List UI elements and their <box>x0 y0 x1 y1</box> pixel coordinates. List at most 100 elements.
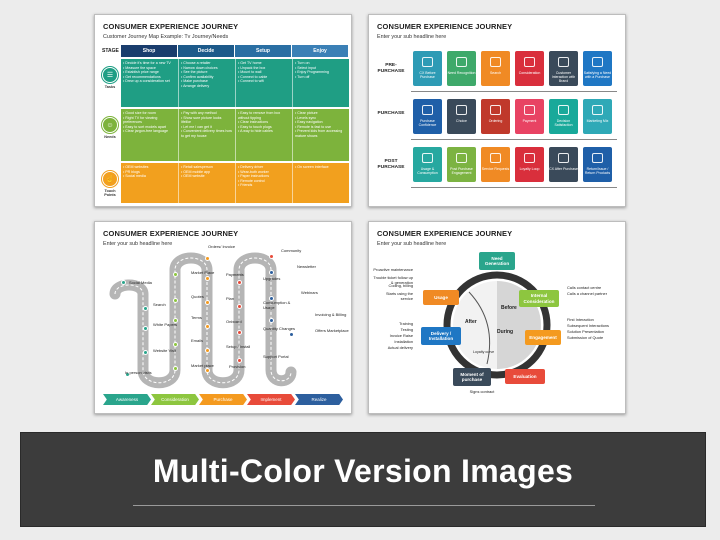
before-label: Before <box>501 305 517 311</box>
journey-marker <box>288 331 294 337</box>
cell-item: Get TV home <box>238 61 289 66</box>
tile-need-recognition[interactable]: Need Recognition <box>447 51 476 86</box>
journey-marker <box>204 367 210 373</box>
stage-evaluation[interactable]: Evaluation <box>505 369 545 384</box>
journey-cell: Clear pictureLevels syncEasy navigationR… <box>292 109 348 161</box>
cell-item: OEM mobile app <box>181 170 232 175</box>
touchpoint-label: Upgrades <box>263 276 281 281</box>
tile-marketing-mix[interactable]: Marketing Mix <box>583 99 612 134</box>
tile-label: Purchase Confidence <box>418 119 437 128</box>
cell-item: Easy to sort models apart <box>123 125 175 130</box>
cell-item: Decide it's time for a new TV <box>123 61 175 66</box>
tile-icon <box>524 105 535 115</box>
slide-winding-road[interactable]: CONSUMER EXPERIENCE JOURNEY Enter your s… <box>94 221 352 414</box>
stage-label: STAGE <box>102 48 119 54</box>
tile-consideration[interactable]: Consideration <box>515 51 544 86</box>
slide-title: CONSUMER EXPERIENCE JOURNEY <box>103 22 239 31</box>
cell-item: Clear jargon-free language <box>123 129 175 134</box>
journey-marker <box>172 365 178 371</box>
tile-decision-satisfaction[interactable]: Decision Satisfaction <box>549 99 578 134</box>
tile-cx-before-purchase[interactable]: CX Before Purchase <box>413 51 442 86</box>
slide-journey-map-tv[interactable]: CONSUMER EXPERIENCE JOURNEY Customer Jou… <box>94 14 352 207</box>
row-divider <box>411 91 617 92</box>
cell-item: Turn off <box>295 75 346 80</box>
tile-icon <box>422 153 433 163</box>
touchpoint-label: Newsletter <box>297 264 316 269</box>
journey-cell: Pay with any methodShow sure picture loo… <box>178 109 234 161</box>
journey-marker <box>236 357 242 363</box>
tile-search[interactable]: Search <box>481 51 510 86</box>
tile-loyalty-loop[interactable]: Loyalty Loop <box>515 147 544 182</box>
journey-cell: Retail salespersonOEM mobile appOEM webs… <box>178 163 234 203</box>
tile-purchase-confidence[interactable]: Purchase Confidence <box>413 99 442 134</box>
slide-journey-cycle[interactable]: CONSUMER EXPERIENCE JOURNEY Enter your s… <box>368 221 626 414</box>
after-label: After <box>465 319 477 325</box>
touchpoint-label: Quotes <box>191 294 204 299</box>
touchpoint-label: Onboard <box>226 319 242 324</box>
tile-choice[interactable]: Choice <box>447 99 476 134</box>
cell-item: A way to hide cables <box>238 129 289 134</box>
journey-cell: Turn onSelect inputEnjoy ProgrammingTurn… <box>292 59 348 107</box>
tile-label: Service Requests <box>481 167 510 171</box>
journey-marker <box>236 303 242 309</box>
stage-moment-of-purchase[interactable]: Moment of purchase <box>453 368 491 386</box>
cell-item: See the picture <box>181 70 232 75</box>
touchpoint-label: Social Media <box>129 280 152 285</box>
journey-cell: Good size for roomRight TV for viewing p… <box>121 109 177 161</box>
journey-marker <box>142 325 148 331</box>
note-text: Testing <box>400 327 413 332</box>
cell-item: Wear-both worker <box>238 170 289 175</box>
phase-implement: Implement <box>247 394 295 405</box>
cell-item: Narrow down choices <box>181 66 232 71</box>
tile-label: Satisfying a Need with a Purchase <box>583 71 612 80</box>
tile-icon <box>592 105 603 115</box>
tile-satisfying-a-need-with-a-purchase[interactable]: Satisfying a Need with a Purchase <box>583 51 612 86</box>
banner-underline <box>133 505 595 506</box>
touchpoint-label: Plan <box>226 296 235 301</box>
stage-internal-consideration[interactable]: Internal Consideration <box>519 290 559 307</box>
cell-item: Convenient delivery times how to get my … <box>181 129 232 138</box>
tile-icon <box>490 105 501 115</box>
row-divider <box>411 187 617 188</box>
touchpoint-label: Support Portal <box>263 354 289 359</box>
stage-usage[interactable]: Usage <box>423 290 459 305</box>
tile-post-purchase-engagement[interactable]: Post Purchase Engagement <box>447 147 476 182</box>
tile-cx-after-purchase[interactable]: CX After Purchase <box>549 147 578 182</box>
stage-need-generation[interactable]: Need Generation <box>479 252 515 270</box>
touch-icon: ☝ <box>102 171 118 187</box>
journey-cell: Choose a retailerNarrow down choicesSee … <box>178 59 234 107</box>
journey-marker <box>268 295 274 301</box>
slide-subtitle: Enter your sub headline here <box>377 241 447 247</box>
tile-return-issue-return-products[interactable]: Return/Issue / Return Products <box>583 147 612 182</box>
journey-marker <box>268 269 274 275</box>
tile-icon <box>456 57 467 67</box>
touchpoint-label: Provision <box>229 364 246 369</box>
stage-header-shop: Shop <box>121 45 177 57</box>
tile-usage-consumption[interactable]: Usage & Consumption <box>413 147 442 182</box>
row-label: PURCHASE <box>377 111 405 116</box>
journey-marker <box>172 317 178 323</box>
stage-engagement[interactable]: Engagement <box>525 330 561 345</box>
tile-ordering[interactable]: Ordering <box>481 99 510 134</box>
cell-item: Easy to remove from box without tipping <box>238 111 289 120</box>
row-label: POST PURCHASE <box>377 159 405 170</box>
tile-label: Payment <box>522 119 537 123</box>
tile-payment[interactable]: Payment <box>515 99 544 134</box>
cell-item: Enjoy Programming <box>295 70 346 75</box>
journey-marker <box>204 275 210 281</box>
banner: Multi-Color Version Images <box>20 432 706 527</box>
journey-marker <box>172 297 178 303</box>
touchpoint-label: Terms <box>191 315 202 320</box>
cell-item: On screen interface <box>295 165 346 170</box>
journey-marker <box>204 299 210 305</box>
tile-customer-interaction-with-brand[interactable]: Customer Interaction with Brand <box>549 51 578 86</box>
stage-delivery-installation[interactable]: Delivery / Installation <box>421 327 461 345</box>
cell-item: Connect to cable <box>238 75 289 80</box>
journey-marker <box>236 329 242 335</box>
slide-title: CONSUMER EXPERIENCE JOURNEY <box>377 229 513 238</box>
tile-service-requests[interactable]: Service Requests <box>481 147 510 182</box>
slide-purchase-phases[interactable]: CONSUMER EXPERIENCE JOURNEY Enter your s… <box>368 14 626 207</box>
cell-item: Measure the space <box>123 66 175 71</box>
banner-title: Multi-Color Version Images <box>152 453 574 489</box>
tile-icon <box>558 153 569 163</box>
